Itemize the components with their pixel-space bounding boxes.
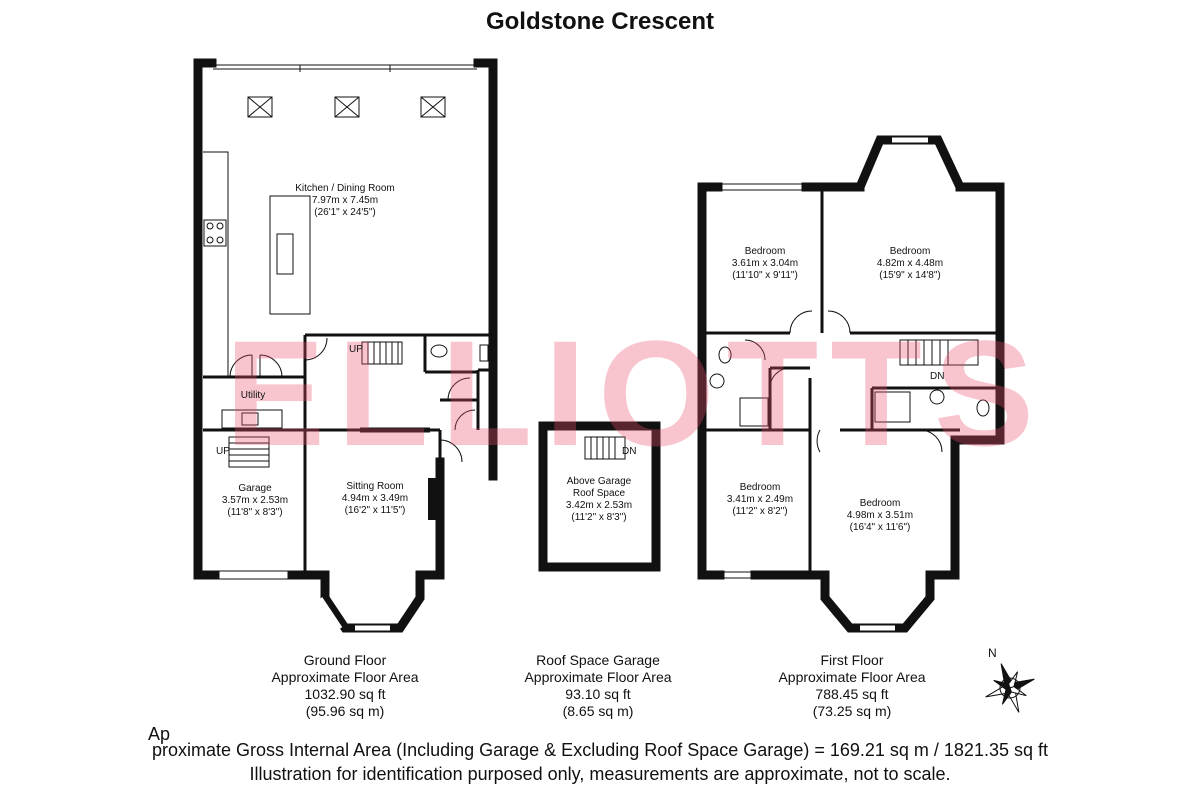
- footer-overlap-fragment: Ap: [148, 724, 171, 744]
- room-imperial: (11'2" x 8'2"): [732, 506, 788, 517]
- room-name: Kitchen / Dining Room: [295, 183, 395, 194]
- room-metric: 4.94m x 3.49m: [341, 493, 409, 504]
- stairs-up-label-garage: UP: [216, 446, 230, 457]
- room-name: Bedroom: [739, 482, 781, 493]
- stairs-dn-label-first: DN: [930, 371, 945, 382]
- ground-bay-window: [319, 575, 425, 633]
- room-metric: 4.98m x 3.51m: [846, 510, 914, 521]
- room-metric: 4.82m x 4.48m: [876, 258, 944, 269]
- first-bottom-bay-window: [820, 575, 935, 633]
- floor-area-sqft: 788.45 sq ft: [815, 686, 889, 702]
- room-name: Utility: [240, 390, 266, 401]
- roof-space-plan: [538, 421, 661, 572]
- room-label-bedroom-2: Bedroom 4.82m x 4.48m (15'9" x 14'8"): [860, 246, 960, 282]
- ground-stairs: [228, 341, 403, 468]
- floor-area-sqft: 1032.90 sq ft: [304, 686, 386, 702]
- room-metric: 3.61m x 3.04m: [731, 258, 799, 269]
- first-floor-plan: [697, 135, 1005, 633]
- ground-doors: [229, 337, 476, 463]
- utility-sink: [221, 409, 283, 429]
- compass-rose-icon: [985, 663, 1035, 713]
- floor-area-label: Approximate Floor Area: [778, 669, 926, 685]
- ground-floor-walls: [193, 58, 498, 580]
- first-top-bay-window: [855, 135, 965, 189]
- room-label-bedroom-4: Bedroom 4.98m x 3.51m (16'4" x 11'6"): [830, 498, 930, 534]
- garage-door: [216, 570, 290, 580]
- floor-area-sqm: (8.65 sq m): [562, 703, 634, 719]
- room-imperial: (11'8" x 8'3"): [227, 507, 283, 518]
- bathroom-fixtures: [709, 346, 990, 427]
- room-name: Garage: [238, 483, 272, 494]
- room-imperial: (26'1" x 24'5"): [314, 207, 376, 218]
- room-label-garage: Garage 3.57m x 2.53m (11'8" x 8'3"): [210, 483, 300, 519]
- room-metric: 3.57m x 2.53m: [221, 495, 289, 506]
- plan-title: Goldstone Crescent: [485, 8, 715, 35]
- floor-name: First Floor: [820, 652, 884, 668]
- caption-roof-space: Roof Space Garage Approximate Floor Area…: [508, 652, 688, 720]
- room-metric: 3.41m x 2.49m: [726, 494, 794, 505]
- chimney-breast: [428, 478, 440, 520]
- ground-floor-plan: [193, 58, 498, 633]
- room-imperial: (16'4" x 11'6"): [849, 522, 911, 533]
- skylights: [247, 96, 446, 118]
- caption-first-floor: First Floor Approximate Floor Area 788.4…: [762, 652, 942, 720]
- stairs-up-label-hall: UP: [349, 344, 363, 355]
- floor-name: Roof Space Garage: [536, 652, 660, 668]
- footer-disclaimer: Illustration for identification purposed…: [249, 764, 951, 784]
- first-stairs: [899, 339, 979, 366]
- floor-area-label: Approximate Floor Area: [524, 669, 672, 685]
- floor-area-sqm: (95.96 sq m): [305, 703, 385, 719]
- room-imperial: (11'2" x 8'3"): [571, 512, 627, 523]
- room-label-kitchen: Kitchen / Dining Room 7.97m x 7.45m (26'…: [270, 183, 420, 219]
- floor-area-sqm: (73.25 sq m): [812, 703, 892, 719]
- footer-gross-area: proximate Gross Internal Area (Including…: [151, 740, 1048, 760]
- room-name-line2: Roof Space: [572, 488, 626, 499]
- room-metric: 3.42m x 2.53m: [565, 500, 633, 511]
- side-windows: [360, 380, 498, 470]
- ground-wc: [430, 344, 489, 362]
- room-metric: 7.97m x 7.45m: [311, 195, 379, 206]
- room-name: Bedroom: [889, 246, 931, 257]
- floor-area-sqft: 93.10 sq ft: [565, 686, 631, 702]
- room-imperial: (16'2" x 11'5"): [344, 505, 406, 516]
- room-label-roof-space: Above Garage Roof Space 3.42m x 2.53m (1…: [554, 476, 644, 524]
- room-name: Bedroom: [744, 246, 786, 257]
- room-label-utility: Utility: [228, 390, 278, 402]
- first-doors: [744, 310, 943, 453]
- ground-interior-walls: [203, 333, 493, 575]
- room-name: Sitting Room: [346, 481, 404, 492]
- caption-ground-floor: Ground Floor Approximate Floor Area 1032…: [255, 652, 435, 720]
- first-floor-walls: [697, 182, 1005, 580]
- room-imperial: (11'10" x 9'11"): [732, 270, 798, 281]
- first-interior-walls: [702, 190, 1000, 575]
- watermark-text: ELLIOTTS: [225, 309, 1046, 477]
- first-windows: [698, 183, 1004, 579]
- compass-north-label: N: [988, 646, 997, 660]
- floor-area-label: Approximate Floor Area: [271, 669, 419, 685]
- room-label-bedroom-1: Bedroom 3.61m x 3.04m (11'10" x 9'11"): [715, 246, 815, 282]
- kitchen-bifold-doors: [213, 64, 477, 72]
- room-label-sitting: Sitting Room 4.94m x 3.49m (16'2" x 11'5…: [320, 481, 430, 517]
- room-name: Bedroom: [859, 498, 901, 509]
- stairs-dn-label-roof: DN: [622, 446, 637, 457]
- room-imperial: (15'9" x 14'8"): [879, 270, 941, 281]
- room-name-line1: Above Garage: [566, 476, 632, 487]
- floor-name: Ground Floor: [303, 652, 387, 668]
- room-label-bedroom-3: Bedroom 3.41m x 2.49m (11'2" x 8'2"): [710, 482, 810, 518]
